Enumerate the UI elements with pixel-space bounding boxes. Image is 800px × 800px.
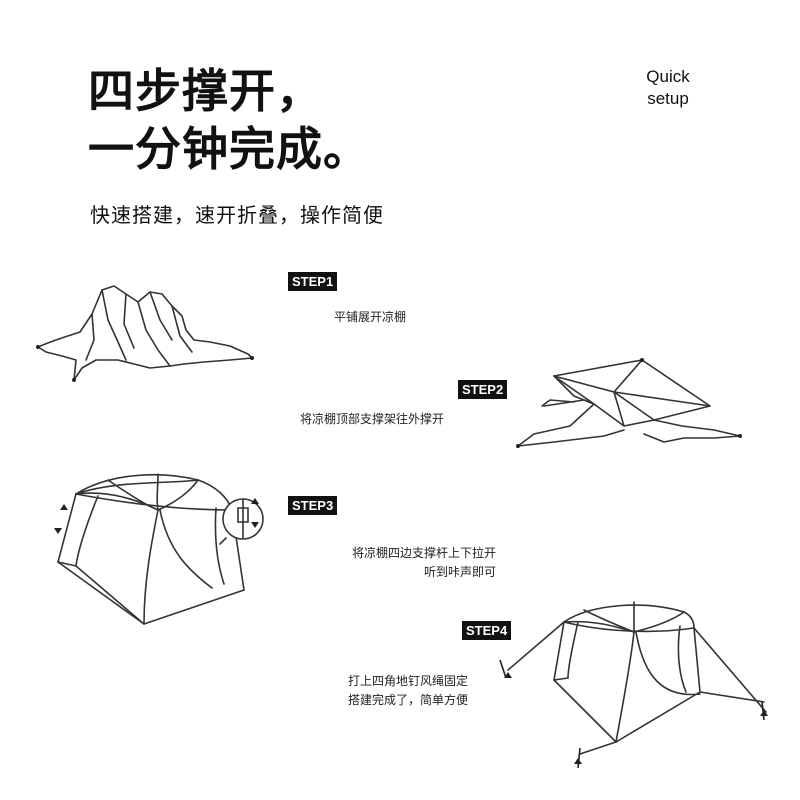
step3-text: 将凉棚四边支撑杆上下拉开 听到咔声即可 — [300, 544, 496, 582]
quick-setup-label: Quick setup — [630, 66, 706, 110]
step4-text-line-2: 搭建完成了，简单方便 — [347, 693, 468, 707]
step2-badge: STEP2 — [458, 380, 508, 399]
staked-canopy-icon — [494, 598, 768, 774]
step1-text: 平铺展开凉棚 — [334, 308, 406, 327]
step3-text-line-1: 将凉棚四边支撑杆上下拉开 — [351, 546, 496, 560]
step4-text-line-1: 打上四角地钉风绳固定 — [347, 674, 468, 688]
subtitle: 快速搭建，速开折叠，操作简便 — [90, 203, 384, 227]
step1-text-line-1: 平铺展开凉棚 — [334, 310, 407, 324]
step4-badge: STEP4 — [462, 621, 512, 640]
headline-line-2: 一分钟完成。 — [88, 122, 370, 176]
latch-zoom-icon — [218, 498, 268, 544]
quick-setup-line-1: Quick — [646, 67, 690, 86]
step2-text: 将凉棚顶部支撑架往外撑开 — [300, 410, 444, 429]
half-open-canopy-icon — [516, 358, 742, 448]
headline: 四步撑开， 一分钟完成。 — [88, 62, 370, 178]
folded-canopy-icon — [36, 280, 254, 382]
dome-canopy-icon — [54, 470, 248, 630]
quick-setup-line-2: setup — [647, 89, 689, 108]
step1-badge: STEP1 — [288, 272, 338, 291]
step3-badge: STEP3 — [288, 496, 338, 515]
step2-text-line-1: 将凉棚顶部支撑架往外撑开 — [300, 412, 445, 426]
step3-text-line-2: 听到咔声即可 — [423, 565, 496, 579]
step4-text: 打上四角地钉风绳固定 搭建完成了，简单方便 — [300, 672, 468, 710]
headline-line-1: 四步撑开， — [88, 64, 323, 118]
